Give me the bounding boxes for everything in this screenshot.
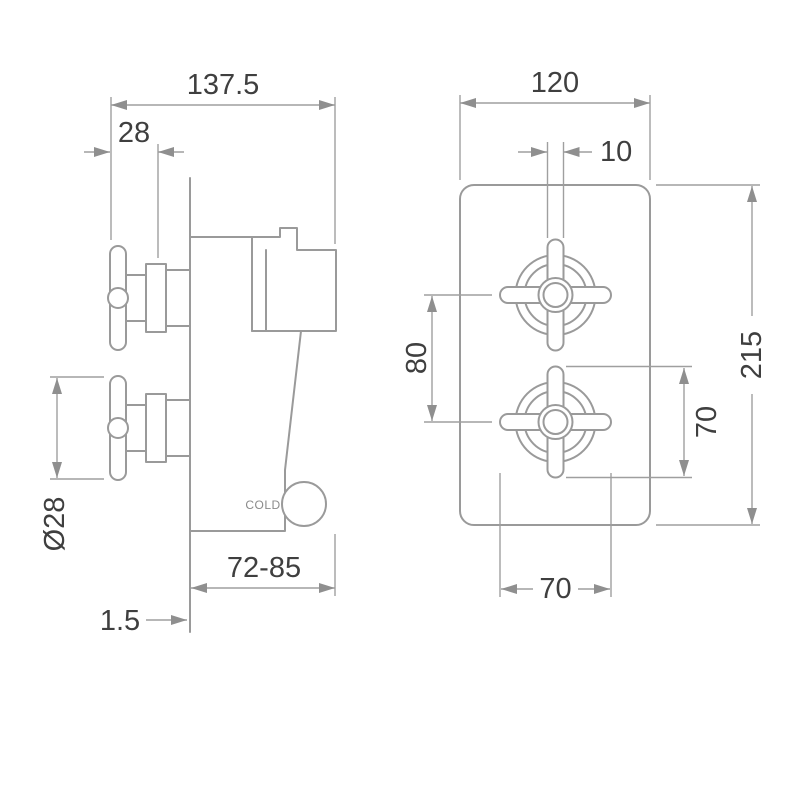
handle-escutcheon xyxy=(145,393,167,463)
dim-label-handle-width: 70 xyxy=(539,573,571,605)
dim-label-plate-height: 215 xyxy=(736,331,768,379)
cold-inlet-port xyxy=(281,481,327,527)
dim-label-handle-height: 70 xyxy=(691,406,723,438)
handle-hub-inner xyxy=(542,282,569,308)
dim-plate-thickness: 1.5 xyxy=(100,605,187,637)
handle-base xyxy=(165,269,191,327)
side-view: COLD 137.5 xyxy=(39,69,337,637)
dim-handle-width: 70 xyxy=(499,473,612,605)
dim-handle-diameter: Ø28 xyxy=(39,376,104,552)
bottom-handle-side xyxy=(107,375,191,481)
cold-indicator-label: COLD xyxy=(245,498,280,512)
handle-hub xyxy=(107,417,129,439)
top-handle-side xyxy=(107,245,191,351)
dim-plate-height: 215 xyxy=(656,184,769,526)
dim-handle-projection: 28 xyxy=(84,117,184,258)
dim-arm-width: 10 xyxy=(518,136,632,238)
dim-handle-height: 70 xyxy=(566,365,723,479)
dim-label-recess-range: 72-85 xyxy=(227,552,301,584)
dim-label-handle-centres: 80 xyxy=(401,342,433,374)
handle-base xyxy=(165,399,191,457)
handle-hub xyxy=(107,287,129,309)
dim-label-overall-depth: 137.5 xyxy=(187,69,260,101)
dim-handle-centres: 80 xyxy=(401,294,492,423)
valve-body-side: COLD xyxy=(189,227,337,532)
valve-body-outline xyxy=(189,227,337,532)
dim-label-plate-width: 120 xyxy=(531,67,579,99)
handle-escutcheon xyxy=(145,263,167,333)
dim-recess-range: 72-85 xyxy=(191,534,336,596)
handle-hub-inner xyxy=(542,409,569,435)
front-view: 120 10 80 215 xyxy=(401,67,769,605)
dim-label-handle-diameter: Ø28 xyxy=(39,497,71,552)
bottom-handle-front xyxy=(499,365,612,479)
dim-plate-width: 120 xyxy=(459,67,651,180)
face-plate xyxy=(459,184,651,526)
top-handle-front xyxy=(499,238,612,352)
dim-overall-depth: 137.5 xyxy=(110,69,336,244)
dim-label-plate-thickness: 1.5 xyxy=(100,605,140,637)
dim-label-handle-projection: 28 xyxy=(118,117,150,149)
dim-label-arm-width: 10 xyxy=(600,136,632,168)
